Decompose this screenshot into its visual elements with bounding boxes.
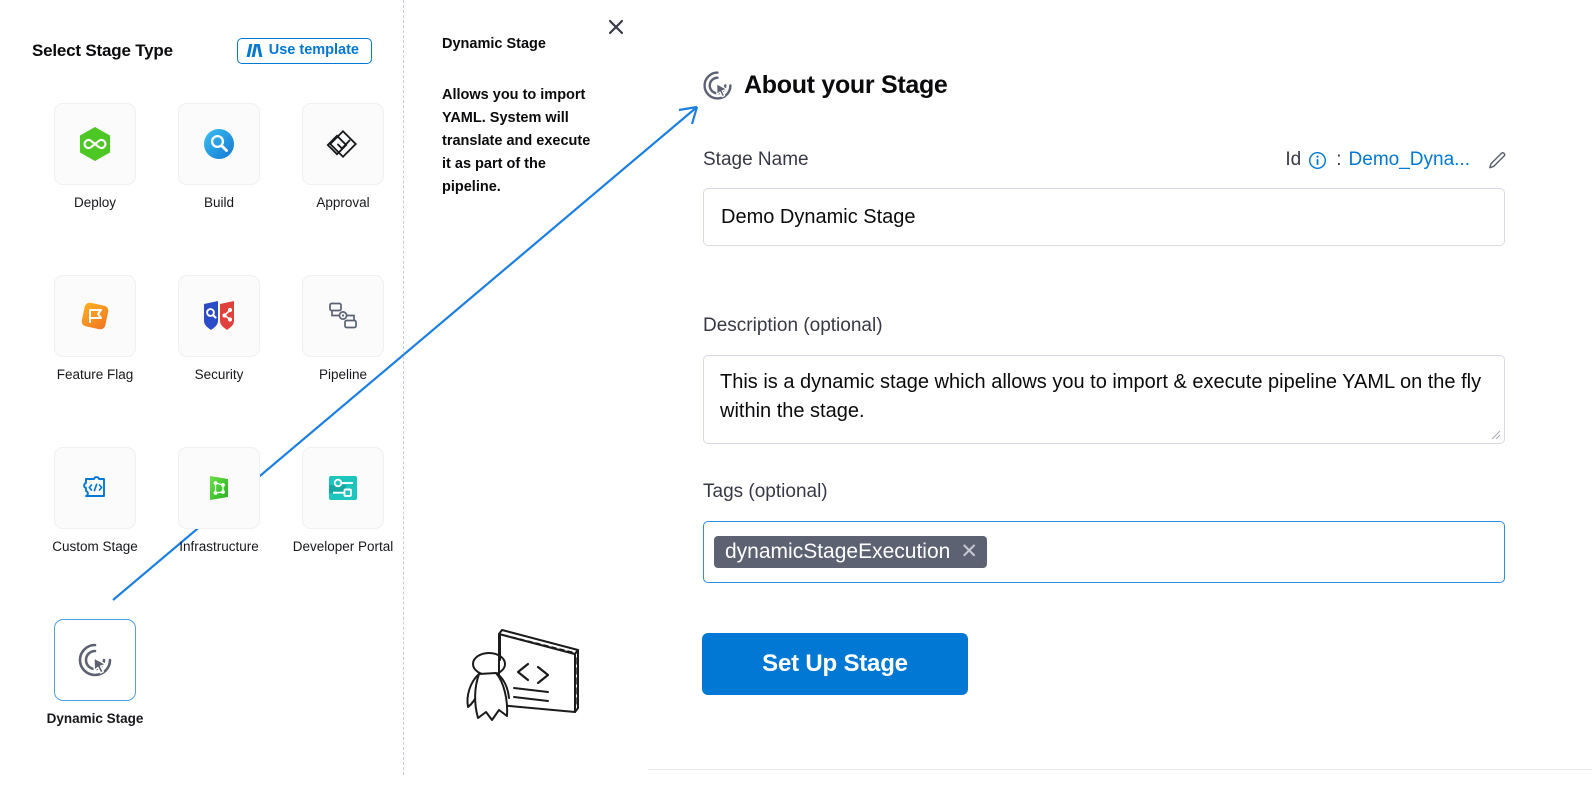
stage-tile-label: Feature Flag bbox=[56, 367, 134, 382]
approval-check-icon bbox=[326, 129, 358, 159]
feature-flag-icon bbox=[81, 302, 109, 330]
chip-remove-icon[interactable]: ✕ bbox=[960, 540, 978, 563]
bottom-divider bbox=[648, 769, 1592, 770]
identifier-label: Id bbox=[1285, 149, 1302, 170]
close-icon[interactable] bbox=[604, 15, 628, 39]
about-stage-header: About your Stage bbox=[702, 70, 948, 101]
stage-setup-screen: Select Stage Type Use template Deploy bbox=[0, 0, 1592, 775]
stage-tile-label: Custom Stage bbox=[52, 539, 138, 554]
pencil-icon[interactable] bbox=[1486, 149, 1509, 172]
stage-type-cell: Infrastructure bbox=[157, 447, 281, 619]
page-heading: About your Stage bbox=[744, 71, 948, 99]
person-presenting-code-board-illustration bbox=[466, 629, 579, 721]
template-icon bbox=[246, 44, 263, 57]
stage-type-cell: Approval bbox=[281, 103, 405, 275]
stage-tile-dynamic-stage[interactable] bbox=[54, 619, 136, 701]
stage-type-cell: Security bbox=[157, 275, 281, 447]
stage-tile-feature-flag[interactable] bbox=[54, 275, 136, 357]
stage-info-panel: Dynamic Stage Allows you to import YAML.… bbox=[404, 0, 640, 775]
set-up-stage-label: Set Up Stage bbox=[762, 650, 908, 677]
stage-type-cell: Feature Flag bbox=[33, 275, 157, 447]
info-icon[interactable] bbox=[1308, 151, 1327, 170]
identifier-separator: : bbox=[1336, 149, 1342, 170]
stage-type-cell: Dynamic Stage bbox=[33, 619, 157, 791]
use-template-button[interactable]: Use template bbox=[236, 38, 372, 64]
stage-tile-security[interactable] bbox=[178, 275, 260, 357]
panel-divider bbox=[403, 0, 404, 775]
stage-tile-developer-portal[interactable] bbox=[302, 447, 384, 529]
stage-tile-build[interactable] bbox=[178, 103, 260, 185]
stage-info-title: Dynamic Stage bbox=[442, 36, 546, 52]
stage-type-grid: Deploy Build bbox=[33, 103, 393, 791]
tags-label: Tags (optional) bbox=[703, 481, 828, 502]
close-glyph bbox=[608, 19, 624, 35]
about-stage-panel: About your Stage Stage Name Id : Demo_Dy… bbox=[640, 0, 1592, 775]
stage-type-cell: Build bbox=[157, 103, 281, 275]
identifier-group: Id : Demo_Dyna... bbox=[1285, 149, 1509, 172]
tag-chip-label: dynamicStageExecution bbox=[725, 540, 951, 563]
stage-tile-custom-stage[interactable] bbox=[54, 447, 136, 529]
stage-tile-label: Pipeline bbox=[318, 367, 368, 382]
developer-portal-icon bbox=[329, 476, 357, 500]
stage-tile-label: Deploy bbox=[73, 195, 117, 210]
stage-name-header: Stage Name Id : Demo_Dyna... bbox=[703, 145, 1509, 175]
page-title: Select Stage Type bbox=[32, 41, 173, 60]
identifier-value: Demo_Dyna... bbox=[1348, 149, 1470, 170]
stage-tile-approval[interactable] bbox=[302, 103, 384, 185]
build-magnifier-icon bbox=[204, 129, 234, 159]
description-textarea[interactable]: This is a dynamic stage which allows you… bbox=[703, 355, 1505, 444]
dynamic-stage-cursor-icon bbox=[703, 71, 732, 100]
stage-tile-infrastructure[interactable] bbox=[178, 447, 260, 529]
stage-tile-deploy[interactable] bbox=[54, 103, 136, 185]
custom-code-puzzle-icon bbox=[83, 476, 105, 497]
stage-name-input[interactable]: Demo Dynamic Stage bbox=[703, 188, 1505, 246]
stage-name-value: Demo Dynamic Stage bbox=[721, 205, 916, 228]
stage-tile-pipeline[interactable] bbox=[302, 275, 384, 357]
pipeline-nodes-icon bbox=[329, 302, 357, 329]
stage-type-cell: Pipeline bbox=[281, 275, 405, 447]
stage-tile-label: Build bbox=[203, 195, 235, 210]
security-shields-icon bbox=[204, 301, 234, 330]
stage-type-cell: Developer Portal bbox=[281, 447, 405, 619]
set-up-stage-button[interactable]: Set Up Stage bbox=[702, 633, 968, 695]
stage-tile-label: Approval bbox=[316, 195, 370, 210]
resize-grip-icon[interactable] bbox=[1489, 428, 1501, 440]
stage-name-label: Stage Name bbox=[703, 149, 809, 170]
stage-tile-label: Dynamic Stage bbox=[46, 711, 144, 726]
stage-type-panel: Select Stage Type Use template Deploy bbox=[0, 0, 403, 775]
tag-chip[interactable]: dynamicStageExecution ✕ bbox=[714, 536, 987, 568]
tags-input[interactable]: dynamicStageExecution ✕ bbox=[703, 521, 1505, 583]
stage-type-cell: Deploy bbox=[33, 103, 157, 275]
infrastructure-icon bbox=[210, 476, 228, 500]
stage-tile-label: Infrastructure bbox=[179, 539, 259, 554]
stage-tile-label: Security bbox=[194, 367, 244, 382]
dynamic-stage-cursor-icon bbox=[78, 643, 112, 677]
stage-info-description: Allows you to import YAML. System will t… bbox=[442, 87, 591, 195]
use-template-label: Use template bbox=[268, 42, 359, 59]
description-value: This is a dynamic stage which allows you… bbox=[720, 371, 1482, 422]
description-label: Description (optional) bbox=[703, 315, 883, 336]
stage-type-header: Select Stage Type Use template bbox=[32, 36, 372, 66]
stage-tile-label: Developer Portal bbox=[292, 539, 394, 554]
stage-type-cell: Custom Stage bbox=[33, 447, 157, 619]
deploy-hexagon-icon bbox=[80, 127, 110, 161]
